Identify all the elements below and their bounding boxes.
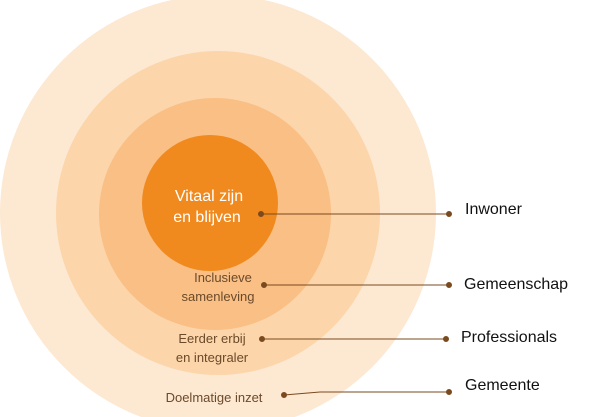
- leader-gemeente: [281, 389, 452, 398]
- third-ring-label-line1: Eerder erbij: [178, 331, 245, 346]
- second-ring-label-line2: samenleving: [182, 289, 255, 304]
- core-circle: [142, 135, 278, 271]
- leader-professionals-end-dot: [443, 336, 449, 342]
- leader-inwoner-end-dot: [446, 211, 452, 217]
- leader-inwoner-start-dot: [258, 211, 264, 217]
- leader-gemeenschap-end-dot: [446, 282, 452, 288]
- leader-gemeente-start-dot: [281, 392, 287, 398]
- side-label-professionals: Professionals: [461, 329, 557, 346]
- leader-professionals-start-dot: [259, 336, 265, 342]
- leader-inwoner: [258, 211, 452, 217]
- third-ring-label-line2: en integraler: [176, 350, 249, 365]
- leader-professionals: [259, 336, 449, 342]
- second-ring-label-line1: Inclusieve: [194, 270, 252, 285]
- core-label-line1: Vitaal zijn: [175, 188, 243, 205]
- leader-gemeenschap: [261, 282, 452, 288]
- side-label-gemeenschap: Gemeenschap: [464, 276, 568, 293]
- outer-ring-label: Doelmatige inzet: [166, 390, 263, 405]
- core-label-line2: en blijven: [173, 209, 241, 226]
- side-label-inwoner: Inwoner: [465, 201, 523, 218]
- leader-gemeente-end-dot: [446, 389, 452, 395]
- leader-gemeenschap-start-dot: [261, 282, 267, 288]
- side-label-gemeente: Gemeente: [465, 377, 540, 394]
